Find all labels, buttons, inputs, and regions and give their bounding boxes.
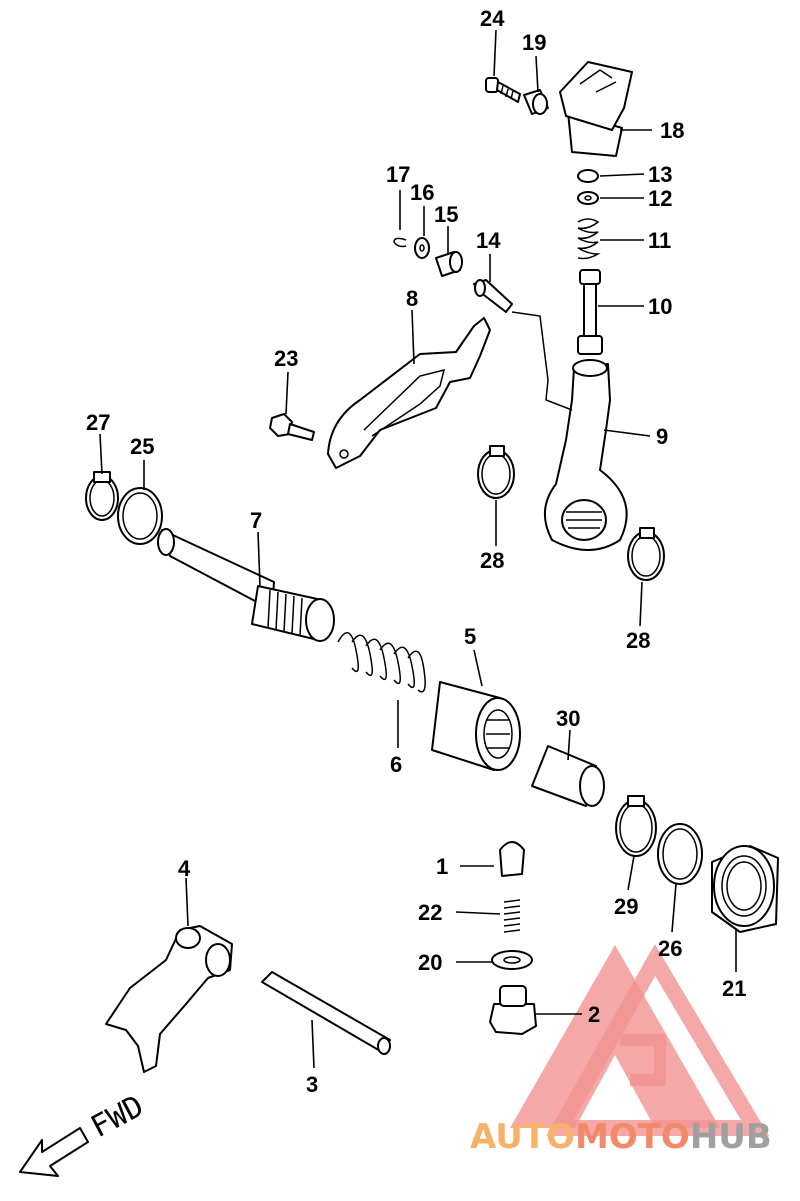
- callout-labels: 24 19 18 13 12 11 10 9 17 16 15 14 8 23 …: [86, 6, 746, 1097]
- part-20-washer: [491, 950, 533, 970]
- callout-8: 8: [406, 286, 418, 311]
- part-6-spring: [337, 632, 426, 693]
- callout-5: 5: [464, 624, 476, 649]
- callout-24: 24: [480, 6, 505, 31]
- watermark-text: AUTOMOTOHUB: [470, 1117, 772, 1157]
- callout-26: 26: [658, 936, 682, 961]
- part-16-washer: [414, 237, 430, 259]
- callout-12: 12: [648, 186, 672, 211]
- part-17-clip: [393, 237, 407, 248]
- part-29-circlip: [615, 795, 657, 857]
- callout-18: 18: [660, 118, 684, 143]
- callout-23: 23: [274, 346, 298, 371]
- callout-6: 6: [390, 752, 402, 777]
- part-7-shaft: [157, 528, 335, 642]
- fwd-label: FWD: [85, 1089, 149, 1145]
- callout-11: 11: [648, 228, 671, 253]
- callout-10: 10: [648, 294, 672, 319]
- part-8-plate: [327, 317, 491, 469]
- callout-30: 30: [556, 706, 580, 731]
- part-26-ring: [657, 823, 703, 885]
- callout-28b: 28: [626, 628, 650, 653]
- part-9-lever: [544, 359, 628, 551]
- callout-20: 20: [418, 950, 442, 975]
- part-1-plunger: [499, 841, 525, 877]
- callout-4: 4: [178, 856, 191, 881]
- part-28b-circlip: [627, 527, 665, 581]
- part-5-sleeve: [431, 681, 521, 771]
- part-18-knob: [559, 61, 633, 157]
- part-30-bushing: [531, 745, 605, 807]
- callout-19: 19: [522, 30, 546, 55]
- watermark-logo: [510, 944, 770, 1136]
- part-23-bolt: [269, 413, 315, 441]
- callout-15: 15: [434, 202, 458, 227]
- leader-lines: [99, 29, 737, 1069]
- fwd-arrow-icon: [19, 1127, 89, 1177]
- part-4-fork: [105, 925, 233, 1073]
- part-13-ring: [577, 169, 599, 183]
- part-15-bushing: [435, 251, 463, 277]
- part-2-plug: [489, 985, 537, 1035]
- callout-25: 25: [130, 434, 154, 459]
- callout-14: 14: [476, 228, 501, 253]
- callout-17: 17: [386, 162, 410, 187]
- part-28a-circlip: [477, 445, 515, 499]
- part-24-bolt: [485, 77, 521, 103]
- callout-27: 27: [86, 410, 110, 435]
- callout-9: 9: [656, 424, 668, 449]
- part-27-circlip: [85, 471, 119, 521]
- callout-3: 3: [306, 1072, 318, 1097]
- callout-29: 29: [614, 894, 638, 919]
- part-11-spring: [577, 218, 601, 260]
- part-19-collar: [523, 89, 549, 115]
- callout-13: 13: [648, 162, 672, 187]
- callout-1: 1: [436, 854, 448, 879]
- part-10-shaft: [577, 269, 603, 355]
- callout-28a: 28: [480, 548, 504, 573]
- callout-7: 7: [250, 508, 262, 533]
- part-12-washer: [577, 191, 599, 205]
- callout-21: 21: [722, 976, 746, 1001]
- callout-16: 16: [410, 180, 434, 205]
- part-22-spring: [503, 899, 521, 933]
- part-21-seal: [711, 845, 779, 933]
- callout-22: 22: [418, 900, 442, 925]
- part-14-pin: [473, 279, 513, 313]
- callout-2: 2: [588, 1002, 600, 1027]
- part-3-rod: [261, 971, 391, 1055]
- part-25-ring: [117, 487, 163, 545]
